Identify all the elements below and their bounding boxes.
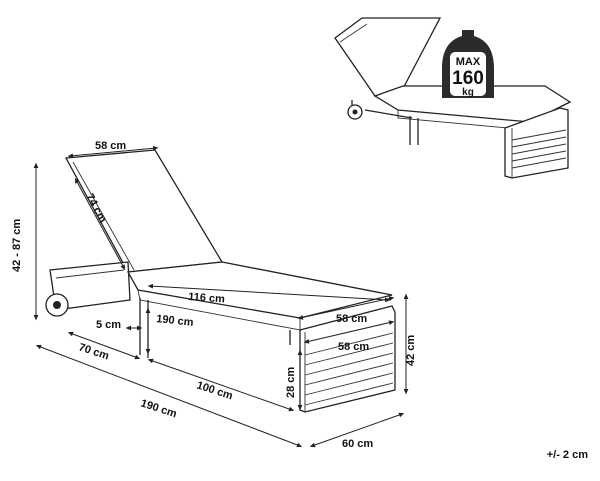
max-load-value: 160 — [452, 68, 484, 89]
dim-total-width: 60 cm — [342, 438, 373, 450]
dimension-lines — [33, 145, 409, 448]
dim-inner-length: 190 cm — [156, 313, 195, 329]
dim-backrest-height: 42 - 87 cm — [11, 219, 23, 272]
dim-gap-small: 5 cm — [96, 319, 121, 331]
dim-frame-height: 28 cm — [285, 367, 297, 398]
weight-icon: MAX 160 kg — [442, 30, 494, 98]
dim-seat-width-top: 58 cm — [95, 140, 126, 152]
seat-cushion — [126, 261, 393, 319]
dim-rear-section: 70 cm — [77, 341, 111, 362]
tolerance-note: +/- 2 cm — [547, 449, 588, 461]
preview-backrest — [334, 17, 442, 99]
dim-seat-height: 42 cm — [405, 335, 417, 366]
max-load-label: MAX — [456, 56, 481, 68]
max-load-unit: kg — [462, 87, 474, 98]
main-lounger — [45, 149, 396, 413]
dim-front-width-lower: 58 cm — [338, 341, 369, 353]
preview-lounger — [334, 17, 572, 179]
dim-seat-width-front: 58 cm — [336, 313, 367, 325]
dim-cushion-length: 116 cm — [188, 291, 226, 306]
backrest — [64, 149, 224, 273]
dim-total-length: 190 cm — [139, 397, 178, 420]
